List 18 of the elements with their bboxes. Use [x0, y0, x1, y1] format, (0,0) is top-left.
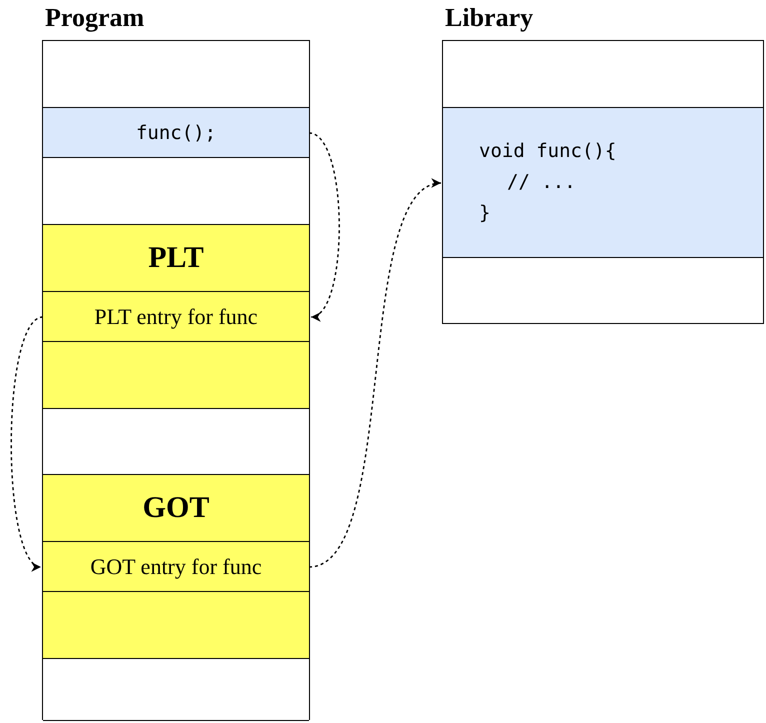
- entry-label: GOT entry for func: [90, 554, 262, 580]
- column-heading: Program: [45, 3, 144, 33]
- memory-slot: [43, 292, 309, 342]
- code-text: func();: [136, 122, 216, 144]
- memory-slot: [43, 342, 309, 409]
- memory-slot: [43, 475, 309, 542]
- section-title: GOT: [142, 491, 210, 525]
- column-heading: Library: [445, 3, 534, 33]
- code-line: // ...: [506, 170, 576, 195]
- memory-slot: [43, 225, 309, 292]
- code-line: }: [479, 201, 490, 226]
- memory-slot: [43, 542, 309, 592]
- memory-slot: [43, 108, 309, 158]
- entry-label: PLT entry for func: [94, 304, 258, 330]
- memory-slot: [43, 592, 309, 659]
- memory-slot: [443, 108, 763, 258]
- code-line: void func(){: [479, 139, 616, 164]
- section-title: PLT: [148, 241, 204, 275]
